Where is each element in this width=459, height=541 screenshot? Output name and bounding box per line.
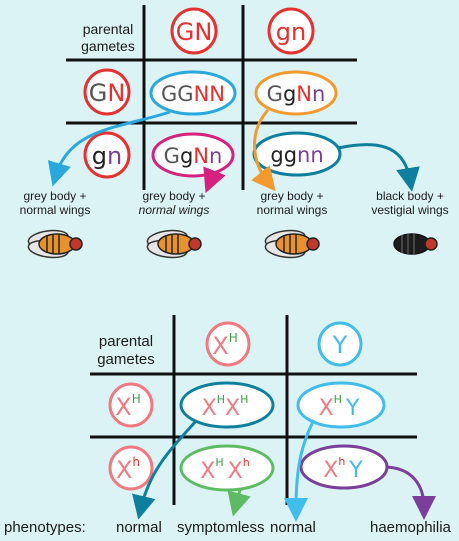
top-phenotype-1b: normal wings: [20, 203, 91, 217]
bottom-col-gamete-circle: [317, 321, 363, 367]
top-row-gamete-circle: [83, 131, 131, 179]
top-cell-GgNn-2: GgNn: [164, 144, 223, 168]
fly-icon-grey: [27, 229, 83, 259]
bottom-row-gamete-circle: [108, 382, 154, 428]
top-parental-label-2: gametes: [81, 38, 135, 54]
top-row-gamete-circle: [83, 68, 131, 116]
top-row-gamete-2: gn: [92, 142, 122, 170]
top-phenotype-1a: grey body +: [23, 189, 86, 203]
fly-icon-grey: [264, 229, 320, 259]
bottom-row-gamete-1: XH: [115, 392, 140, 421]
bottom-offspring-ellipse: [179, 444, 275, 492]
phenotype-symptomless: symptomless: [177, 519, 265, 536]
top-col-gamete-2: gn: [276, 18, 306, 46]
bottom-parental-label-1: parental: [99, 333, 153, 350]
bottom-row-gamete-circle: [108, 445, 154, 491]
bottom-arrow-green: [227, 489, 251, 517]
bottom-arrow-light-blue: [284, 419, 316, 522]
top-phenotype-4a: black body +: [376, 189, 444, 203]
top-arrow-orange: [251, 108, 276, 192]
bottom-arrow-teal: [132, 419, 198, 520]
top-cell-ggnn: ggnn: [270, 143, 323, 167]
top-row-gamete-1: GN: [89, 79, 126, 107]
bottom-row-gamete-2: Xh: [116, 455, 140, 484]
phenotype-normal-1: normal: [116, 519, 162, 536]
top-phenotype-2a: grey body +: [142, 189, 205, 203]
top-phenotype-3b: normal wings: [257, 203, 328, 217]
bottom-parental-label-2: gametes: [97, 351, 155, 368]
top-offspring-ellipse: [254, 70, 338, 116]
top-col-gamete-1: GN: [176, 18, 213, 46]
top-phenotype-2b: normal wings: [139, 203, 210, 217]
top-phenotype-4b: vestigial wings: [371, 203, 448, 217]
bottom-offspring-ellipse: [179, 381, 275, 429]
bottom-col-gamete-1: XH: [212, 331, 237, 360]
top-punnett-square: parental gametes GN gn GN gn GGNN GgNn G…: [20, 5, 449, 259]
fly-icon-grey: [146, 229, 202, 259]
phenotype-normal-2: normal: [270, 519, 316, 536]
bottom-cell-XHXH: XHXH: [202, 393, 249, 421]
top-arrow-teal: [337, 143, 420, 192]
top-arrow-magenta: [203, 166, 226, 194]
bottom-col-gamete-circle: [205, 321, 251, 367]
bottom-arrow-purple: [385, 465, 436, 520]
top-col-gamete-circle: [267, 7, 315, 55]
phenotypes-label: phenotypes:: [4, 519, 86, 536]
top-cell-GGNN: GGNN: [161, 82, 225, 106]
top-cell-GgNn: GgNn: [267, 82, 326, 106]
top-offspring-ellipse: [151, 132, 235, 178]
top-offspring-ellipse: [149, 70, 237, 116]
fly-icon-black: [393, 233, 438, 255]
top-parental-label-1: parental: [83, 21, 134, 37]
bottom-offspring-ellipse: [296, 381, 386, 429]
top-phenotype-3a: grey body +: [260, 189, 323, 203]
phenotype-haemophilia: haemophilia: [370, 519, 452, 536]
top-col-gamete-circle: [170, 7, 218, 55]
bottom-col-gamete-2: Y: [332, 331, 348, 359]
top-arrow-blue: [47, 110, 171, 187]
